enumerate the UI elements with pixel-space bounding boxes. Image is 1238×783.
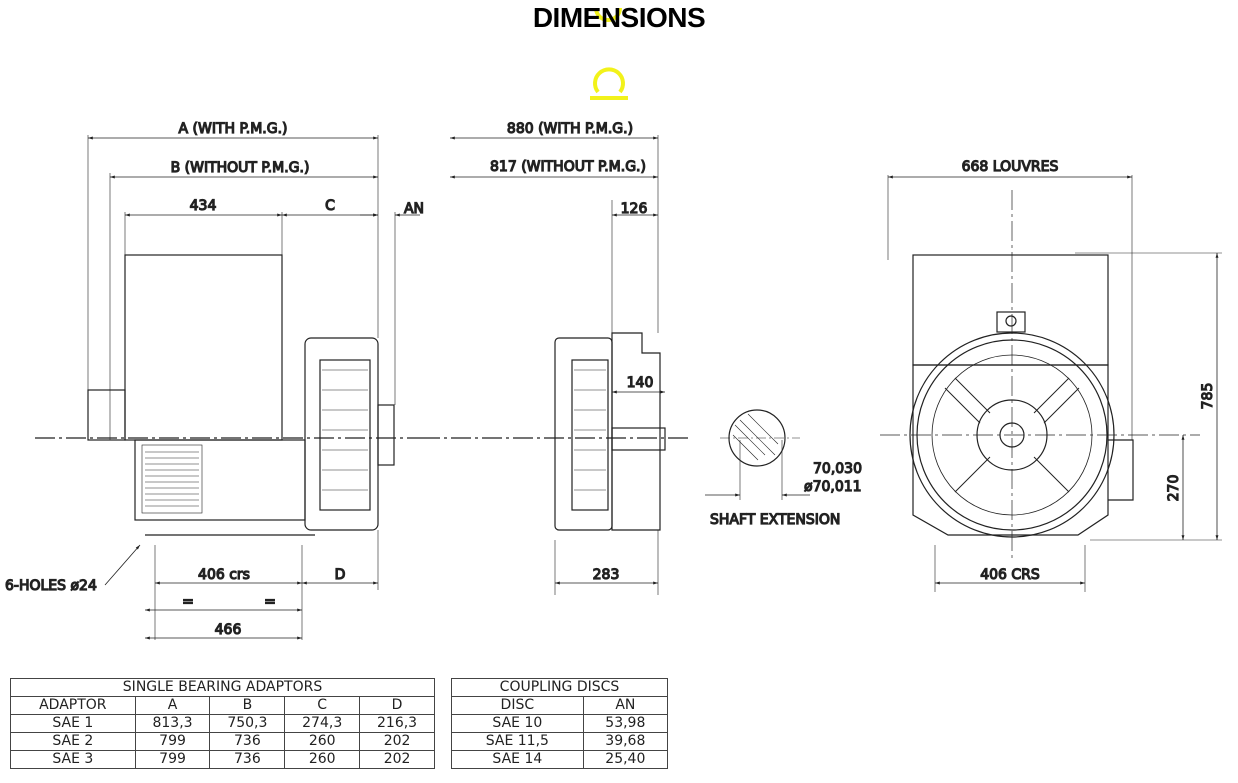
dim-270-label: 270 [1166,475,1182,502]
header-cell: ADAPTOR [10,696,136,715]
dim-c-label: C [325,198,335,214]
holes-label: 6-HOLES ø24 [5,578,97,594]
cell: SAE 1 [10,714,136,733]
dim-817-label: 817 (WITHOUT P.M.G.) [490,159,646,175]
dim-an-label: AN [404,201,424,217]
dim-d-label: D [335,567,346,583]
cell: 750,3 [209,714,286,733]
crs-label: 406 crs [198,567,250,583]
cell: SAE 10 [451,714,584,733]
header-cell: DISC [451,696,584,715]
shaft-extension-label: SHAFT EXTENSION [710,512,840,528]
cell: 274,3 [284,714,361,733]
cell: 736 [209,732,286,751]
crs-end-label: 406 CRS [980,567,1040,583]
cell: SAE 14 [451,750,584,769]
header-cell: C [284,696,361,715]
cell: 216,3 [359,714,435,733]
cell: 202 [359,732,435,751]
side-section-view [420,135,690,595]
cell: 260 [284,750,361,769]
cell: 736 [209,750,286,769]
end-view [880,175,1222,592]
dim-466-label: 466 [215,622,242,638]
header-cell: AN [582,696,669,715]
cell: 799 [134,732,211,751]
cell: 53,98 [582,714,669,733]
dim-880-label: 880 (WITH P.M.G.) [507,121,633,137]
side-view [35,135,420,640]
header-cell: A [134,696,211,715]
discs-title: COUPLING DISCS [451,678,668,697]
cell: 202 [359,750,435,769]
cell: 25,40 [582,750,669,769]
header-cell: D [359,696,435,715]
equal-mark: = [182,594,194,610]
cell: 799 [134,750,211,769]
equal-mark: = [264,594,276,610]
shaft-section [705,409,810,500]
cell: SAE 11,5 [451,732,584,751]
dim-126-label: 126 [621,201,648,217]
dim-283-label: 283 [593,567,620,583]
shaft-tolerance-lower: ø70,011 [804,479,862,495]
adaptors-table: SINGLE BEARING ADAPTORS ADAPTOR A B C D … [10,678,435,769]
dim-a-label: A (WITH P.M.G.) [179,121,288,137]
shaft-tolerance-upper: 70,030 [813,461,862,477]
cell: SAE 3 [10,750,136,769]
cell: 813,3 [134,714,211,733]
cell: SAE 2 [10,732,136,751]
dim-b-label: B (WITHOUT P.M.G.) [171,160,310,176]
dim-140-label: 140 [627,375,654,391]
adaptors-title: SINGLE BEARING ADAPTORS [10,678,435,697]
louvres-label: 668 LOUVRES [962,159,1059,175]
watermark-logo [590,7,628,100]
cell: 260 [284,732,361,751]
dim-434-label: 434 [190,198,217,214]
dim-785-label: 785 [1200,383,1216,410]
cell: 39,68 [582,732,669,751]
page-title: DIMENSIONS [532,2,706,33]
header-cell: B [209,696,286,715]
